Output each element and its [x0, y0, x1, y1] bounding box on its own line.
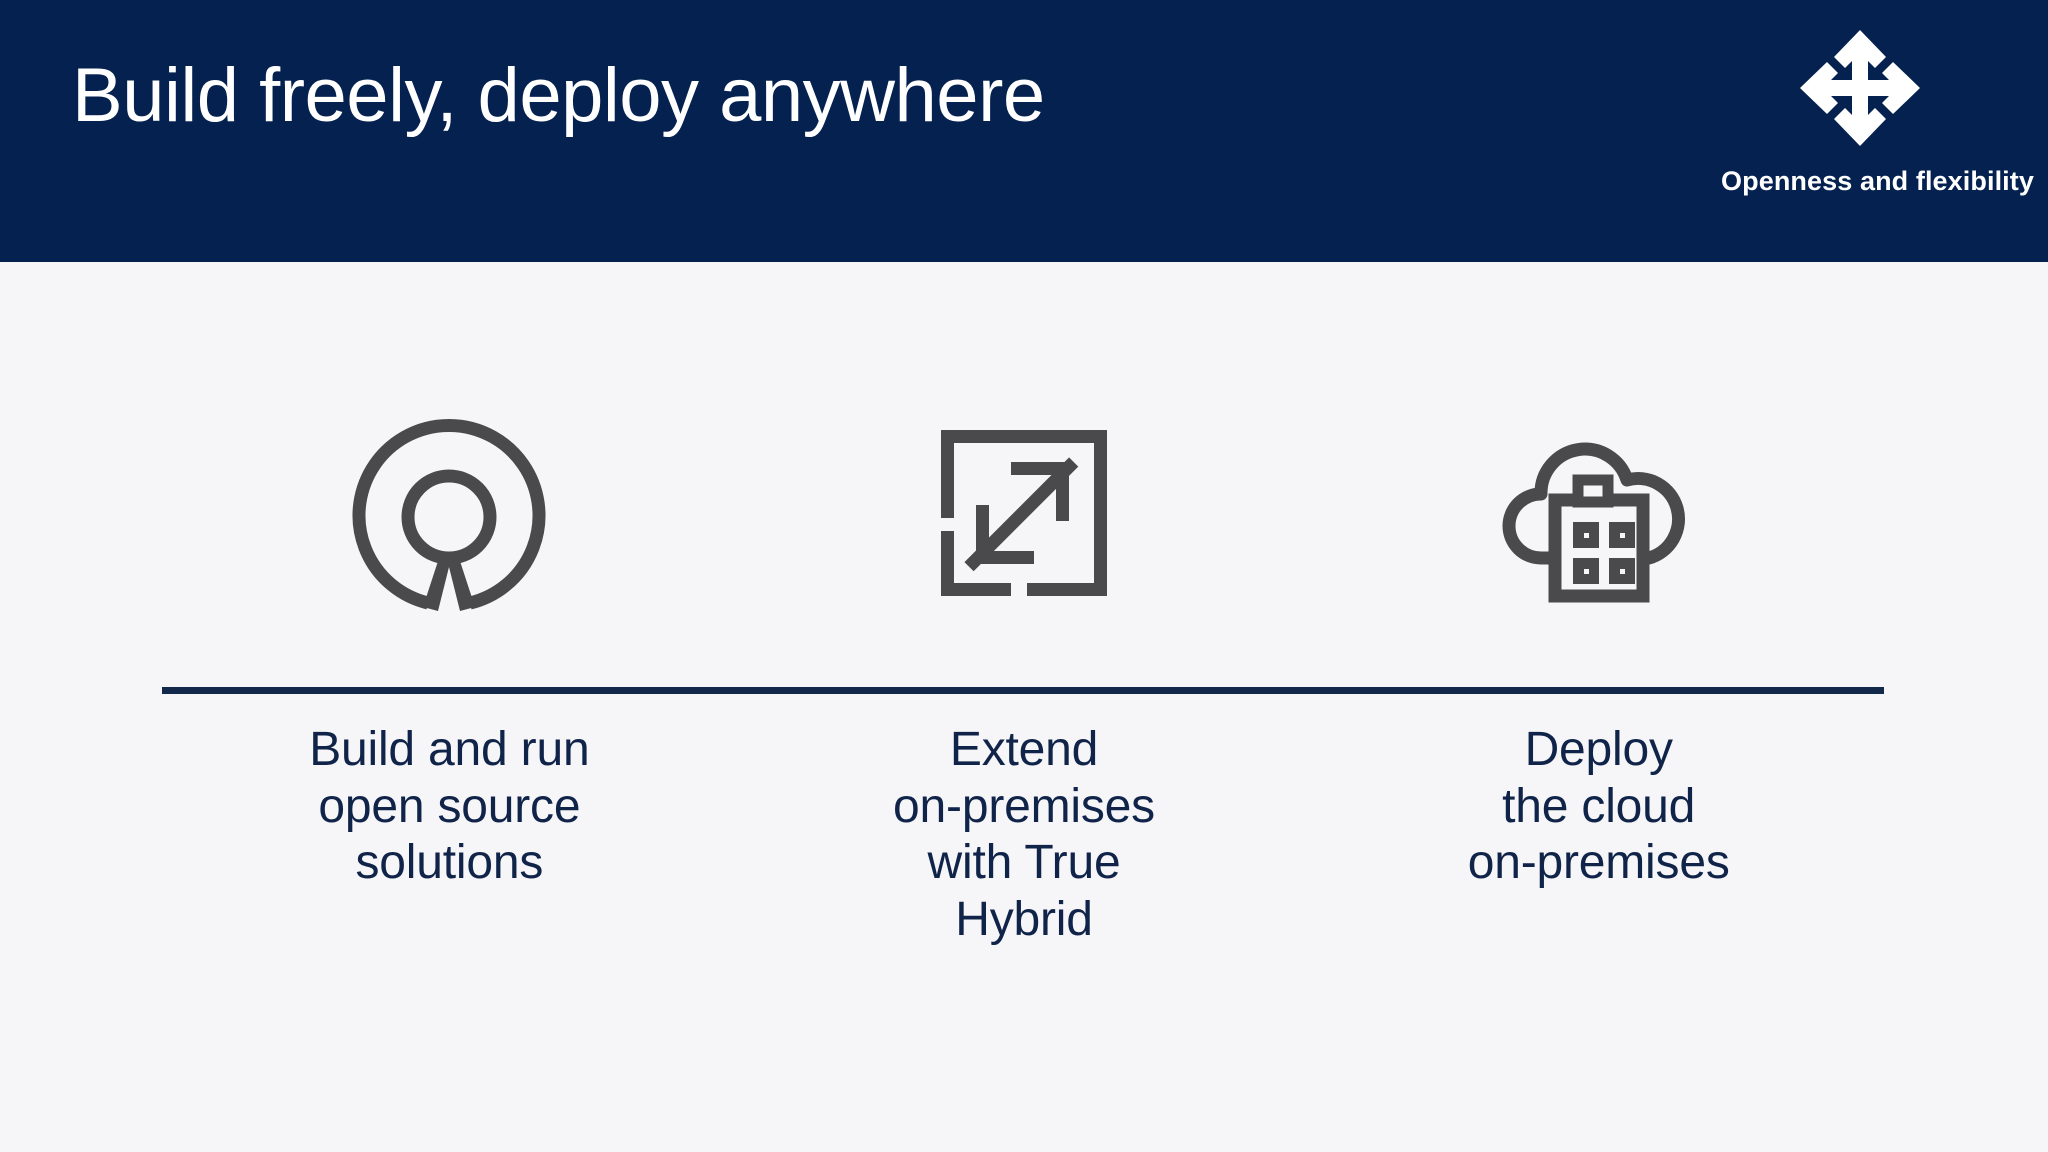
pillar-badge: Openness and flexibility	[1680, 24, 2040, 197]
expand-diagonal-arrow-icon	[929, 418, 1119, 613]
feature-columns: Build and run open source solutions	[162, 400, 1886, 949]
feature-caption: Build and run open source solutions	[309, 722, 589, 892]
feature-caption: Extend on-premises with True Hybrid	[893, 722, 1155, 949]
icon-slot	[345, 400, 553, 630]
feature-column-open-source: Build and run open source solutions	[162, 400, 737, 949]
section-divider	[162, 687, 1884, 694]
pillar-label: Openness and flexibility	[1721, 166, 2034, 196]
caption-line: Deploy	[1524, 723, 1673, 776]
caption-line: on-premises	[1467, 836, 1730, 890]
caption-line: open source	[318, 779, 581, 833]
caption-line: the cloud	[1502, 779, 1696, 833]
feature-caption: Deploy the cloud on-premises	[1468, 722, 1730, 892]
caption-line: solutions	[355, 836, 544, 890]
cloud-datacenter-building-icon	[1499, 418, 1699, 613]
caption-line: Extend	[949, 723, 1099, 776]
icon-slot	[929, 400, 1119, 630]
feature-column-cloud-on-premises: Deploy the cloud on-premises	[1311, 400, 1886, 949]
caption-line: Hybrid	[955, 892, 1093, 946]
caption-line: on-premises	[893, 779, 1155, 833]
header-band: Build freely, deploy anywhere	[0, 0, 2048, 262]
feature-column-true-hybrid: Extend on-premises with True Hybrid	[737, 400, 1312, 949]
open-source-initiative-icon	[345, 409, 553, 622]
four-way-arrows-icon	[1794, 24, 1926, 152]
page-title: Build freely, deploy anywhere	[72, 53, 1045, 138]
icon-slot	[1499, 400, 1699, 630]
caption-line: Build and run	[309, 723, 590, 776]
caption-line: with True	[927, 836, 1121, 890]
